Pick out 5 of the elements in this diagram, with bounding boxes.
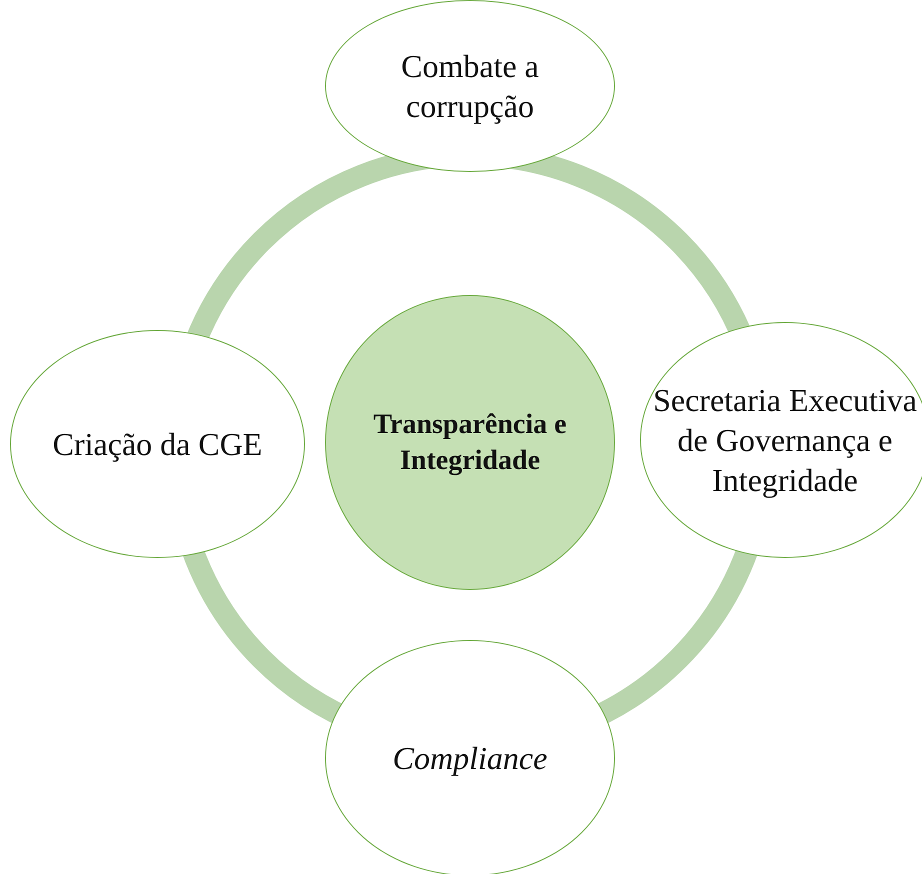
node-text: Criação da CGE <box>52 425 262 464</box>
node-text: Transparência e Integridade <box>372 408 568 478</box>
node-text: Compliance <box>392 739 548 778</box>
node-text: Combate a corrupção <box>400 47 540 126</box>
node-text: Secretaria Executiva de Governança e Integridade <box>652 381 918 500</box>
